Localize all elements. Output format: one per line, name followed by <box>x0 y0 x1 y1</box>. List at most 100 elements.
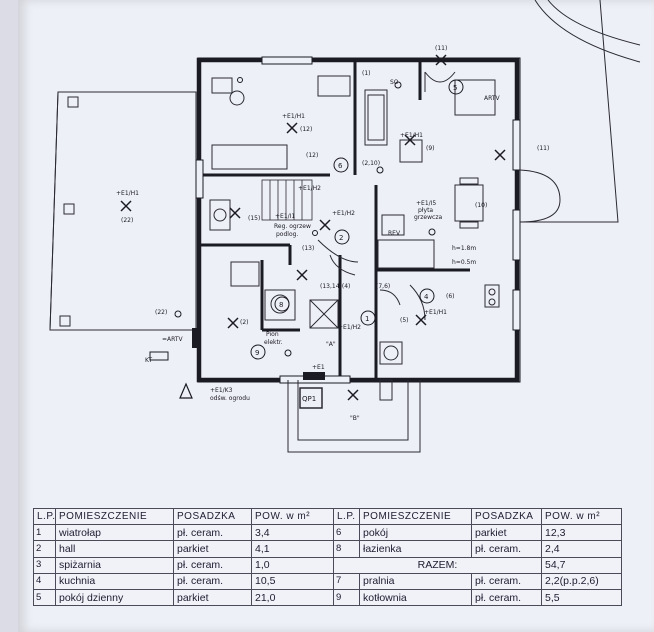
circuit-2: (2) <box>240 319 249 326</box>
room-cell: hall <box>55 540 174 558</box>
header-lp-right: L.P. <box>333 507 360 526</box>
circuit-cooktop: +E1/I5 <box>416 200 436 207</box>
circuit-5: (5) <box>400 317 409 324</box>
windows <box>195 56 521 384</box>
reg-ogrzew-label: Reg. ogrzew <box>274 223 311 230</box>
legend-row: 3 spiżarnia pł. ceram. 1,0 RAZEM: 54,7 <box>33 556 622 574</box>
room-6-number: 6 <box>338 162 343 170</box>
circuit-1: (1) <box>362 70 371 77</box>
height-18-label: h=1.8m <box>452 245 476 252</box>
lp-cell: 3 <box>33 556 56 574</box>
circuit-2-10: (2,10) <box>362 160 380 167</box>
room-cell: kotłownia <box>359 588 472 607</box>
terrace-arc <box>519 0 641 223</box>
header-lp: L.P. <box>33 507 56 526</box>
room-1-number: 1 <box>365 315 369 323</box>
room-2-number: 2 <box>339 234 343 242</box>
room-8-number: 8 <box>279 301 283 309</box>
area-cell: 1,0 <box>251 556 334 574</box>
area-cell: 2,4 <box>541 540 622 558</box>
lp-cell: 8 <box>333 540 360 558</box>
header-room: POMIESZCZENIE <box>55 507 174 526</box>
circuit-13: (13) <box>302 245 314 252</box>
circuit-6: (6) <box>446 293 455 300</box>
plyta-label: płyta <box>418 207 433 214</box>
circuit-entrance: +E1 <box>312 364 325 371</box>
marker-b: "B" <box>350 415 360 422</box>
lp-cell: 7 <box>333 572 360 590</box>
circuit-kitchen: +E1/H1 <box>424 309 447 316</box>
floor-cell: pł. ceram. <box>471 588 542 607</box>
header-area: POW. w m² <box>251 507 334 526</box>
circuit-22: (22) <box>121 217 133 224</box>
room-cell: łazienka <box>359 540 472 558</box>
lp-cell: 5 <box>33 588 56 607</box>
floor-cell: pł. ceram. <box>471 540 542 558</box>
room-cell: pokój <box>359 524 472 542</box>
circuit-garden: +E1/K3 <box>210 387 233 394</box>
lp-cell: 9 <box>333 588 360 607</box>
socket-marks <box>174 77 436 357</box>
legend-row: 4 kuchnia pł. ceram. 10,5 7 pralnia pł. … <box>33 572 622 590</box>
circuit-13-14: (13,14)(4) <box>320 283 350 290</box>
lp-cell: 1 <box>33 524 56 542</box>
circuit-22b: (22) <box>155 309 167 316</box>
entrance-porch <box>287 380 421 453</box>
so-label: SO <box>390 79 399 86</box>
legend-row: 1 wiatrołap pł. ceram. 3,4 6 pokój parki… <box>33 524 622 542</box>
area-cell: 21,0 <box>251 588 334 607</box>
room-4-number: 4 <box>424 293 429 301</box>
floor-cell: pł. ceram. <box>173 556 252 574</box>
area-total-cell: 54,7 <box>541 556 622 574</box>
circuit-11-top: (11) <box>435 45 447 52</box>
circuit-garage: +E1/H1 <box>116 190 139 197</box>
warning-triangle <box>179 382 193 399</box>
room-cell: pralnia <box>359 572 472 590</box>
lp-cell: 6 <box>333 524 360 542</box>
circuit-10: (10) <box>475 202 487 209</box>
podlog-label: podlog. <box>276 231 298 238</box>
height-05-label: h=0.5m <box>452 259 476 266</box>
room-cell: wiatrołap <box>55 524 174 542</box>
pion-label: Pion <box>266 331 279 338</box>
circuit-hall: +E1/H2 <box>332 210 355 217</box>
circuit-12b: (12) <box>306 152 318 159</box>
circuit-15: (15) <box>248 215 260 222</box>
lp-cell: 2 <box>33 540 56 558</box>
grzewcza-label: grzewcza <box>414 214 442 221</box>
circuit-stairs: +E1/H2 <box>298 185 321 192</box>
room-cell: spiżarnia <box>55 556 174 574</box>
elektr-label: elektr. <box>264 339 283 346</box>
rev-label: REV <box>388 230 401 237</box>
legend-row: 2 hall parkiet 4,1 8 łazienka pł. ceram.… <box>33 540 622 558</box>
floor-cell: parkiet <box>471 524 542 542</box>
electrical-symbols <box>149 328 325 380</box>
lighting-points <box>120 54 506 401</box>
room-9-number: 9 <box>255 349 259 357</box>
floor-plan: 6 2 1 4 5 8 9 +E1/H1 +E1/H1 +E1/H1 +E1/H… <box>49 0 641 453</box>
room-legend-table: L.P. POMIESZCZENIE POSADZKA POW. w m² L.… <box>33 507 622 607</box>
room-cell: pokój dzienny <box>55 588 174 607</box>
marker-a: "A" <box>326 341 336 348</box>
garage-outline <box>49 91 197 331</box>
area-cell: 3,4 <box>251 524 334 542</box>
floor-cell: pł. ceram. <box>471 572 542 590</box>
circuit-11-right: (11) <box>537 145 549 152</box>
circuit-7: (7,6) <box>376 283 390 290</box>
area-cell: 5,5 <box>541 588 622 607</box>
circuit-heating: +E1/I1 <box>275 213 295 220</box>
artv-right: ARTV <box>484 95 501 102</box>
area-cell: 12,3 <box>541 524 622 542</box>
circuit-vestibule: +E1/H2 <box>338 324 361 331</box>
lp-cell: 4 <box>33 572 56 590</box>
floor-cell: pł. ceram. <box>173 524 252 542</box>
circuit-9: (9) <box>426 145 435 152</box>
header-room-right: POMIESZCZENIE <box>359 507 472 526</box>
circuit-room12: +E1/H1 <box>282 113 305 120</box>
floor-cell: parkiet <box>173 588 252 607</box>
floor-cell: parkiet <box>173 540 252 558</box>
room-5-number: 5 <box>453 84 457 92</box>
kt-label: KT <box>145 357 152 364</box>
room-circles <box>250 79 464 360</box>
razem-label: RAZEM: <box>333 556 542 574</box>
